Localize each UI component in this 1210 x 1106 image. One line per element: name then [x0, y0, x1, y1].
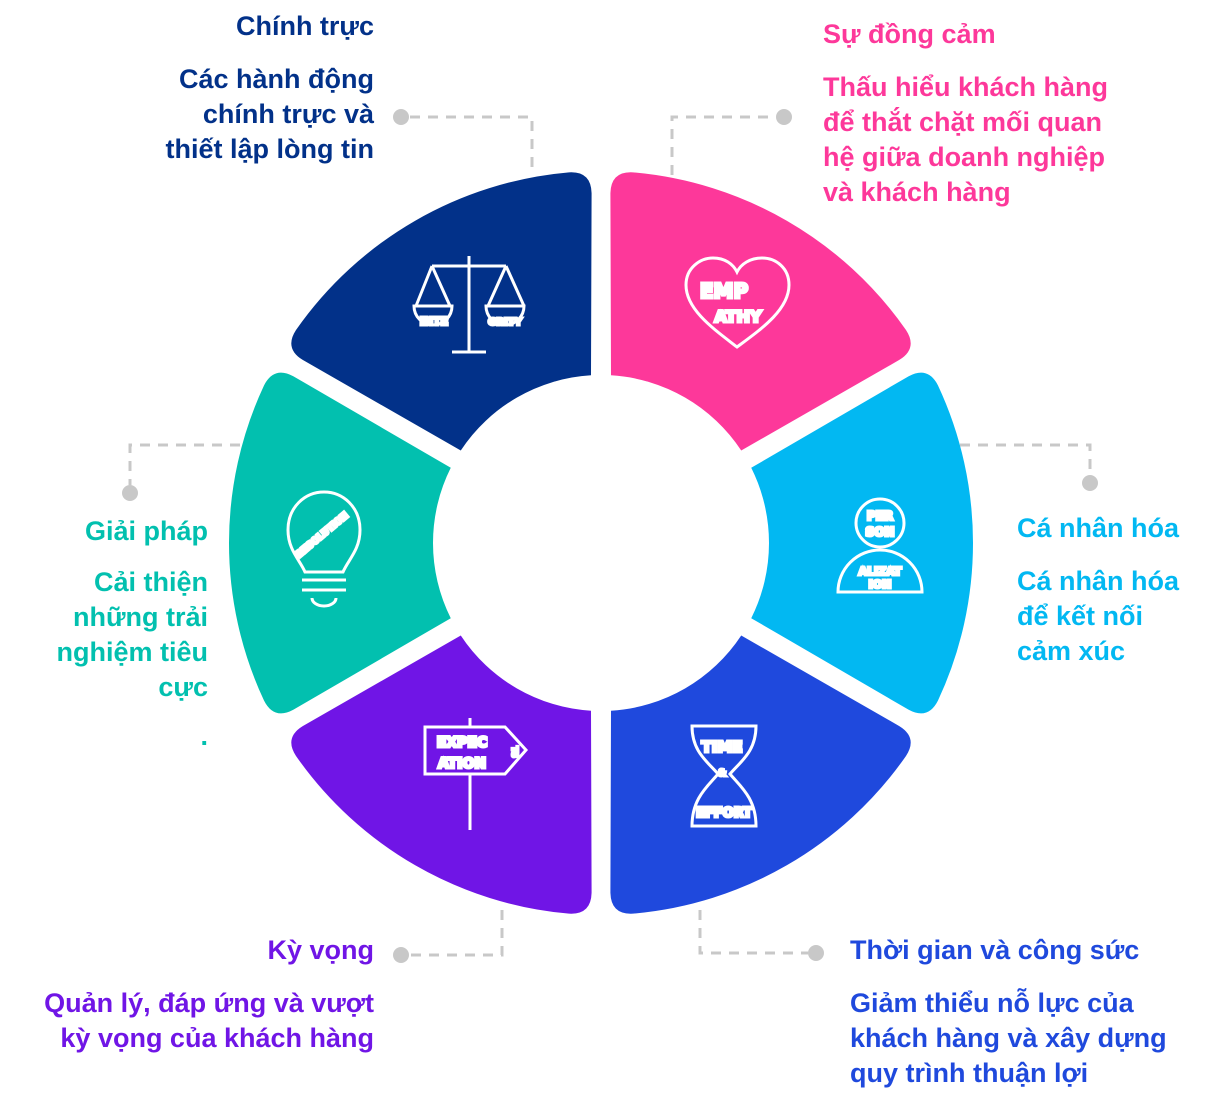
signpost-icon: EXPEC TS ATION [423, 718, 529, 830]
segment-personalization [751, 372, 974, 714]
title-resolution: Giải pháp [84, 516, 208, 546]
title-empathy: Sự đồng cảm [823, 19, 996, 49]
desc-integrity: Các hành động chính trực và thiết lập lò… [100, 62, 374, 167]
personalization-connector-line [960, 443, 1092, 475]
integrity-connector-line [410, 115, 534, 175]
title-time-effort: Thời gian và công sức [850, 935, 1140, 965]
connectors [122, 109, 1098, 963]
icon-lettering: INTE [420, 315, 448, 328]
icon-lettering: TIME [702, 738, 743, 756]
icon-lettering: PER [867, 509, 893, 523]
scales-left-strings [414, 265, 452, 307]
desc-line: Thấu hiểu khách hàng [823, 72, 1109, 102]
icon-lettering: SON [866, 525, 895, 539]
desc-line: Giảm thiểu nỗ lực của [850, 988, 1134, 1018]
time-effort-connector-dot [808, 945, 824, 961]
desc-line: để thắt chặt mối quan [823, 107, 1103, 137]
scales-right-strings [486, 265, 526, 307]
desc-line: Cá nhân hóa [1017, 566, 1180, 596]
time-effort-connector-line [698, 910, 808, 955]
desc-line: thiết lập lòng tin [165, 134, 374, 164]
desc-empathy: Thấu hiểu khách hàng để thắt chặt mối qu… [823, 70, 1203, 210]
heart-icon: EMP ATHY [684, 256, 791, 349]
title-integrity: Chính trực [235, 11, 374, 41]
icon-lettering: ALIZAT [859, 565, 902, 578]
desc-time-effort: Giảm thiểu nỗ lực của khách hàng và xây … [850, 986, 1205, 1091]
heart-outline [684, 256, 791, 349]
desc-line: Các hành động [179, 64, 374, 94]
desc-line: và khách hàng [823, 177, 1011, 207]
title-personalization: Cá nhân hóa [1017, 513, 1180, 543]
desc-line: nghiệm tiêu [56, 637, 208, 667]
hourglass-icon: TIME & EFFORT [690, 724, 758, 828]
segment-empathy [610, 172, 911, 451]
resolution-connector-line [128, 443, 240, 485]
personalization-connector-dot [1082, 475, 1098, 491]
icon-lettering: GRITY [488, 317, 522, 328]
expectations-connector-line [410, 910, 504, 957]
label-expectations: Kỳ vọng Quản lý, đáp ứng và vượt kỳ vọng… [0, 934, 374, 1056]
hourglass-outline [690, 724, 758, 828]
desc-line: để kết nối [1017, 601, 1144, 631]
title-expectations: Kỳ vọng [267, 935, 374, 965]
scales-icon: INTE GRITY [412, 256, 526, 354]
scales-right-pan [484, 304, 526, 327]
icon-lettering: ATHY [714, 307, 761, 326]
signpost-board [423, 725, 529, 776]
integrity-connector-dot [393, 109, 409, 125]
icon-lettering: EFFORT [696, 806, 752, 821]
icon-lettering: ION [869, 578, 892, 591]
empathy-connector-line [670, 115, 775, 175]
wheel-segments [228, 172, 974, 914]
desc-line: khách hàng và xây dựng [850, 1023, 1167, 1053]
icon-lettering: & [718, 768, 727, 779]
desc-line: những trải [72, 602, 208, 632]
label-empathy: Sự đồng cảm Thấu hiểu khách hàng để thắt… [823, 18, 1203, 210]
desc-expectations: Quản lý, đáp ứng và vượt kỳ vọng của khá… [0, 986, 374, 1056]
segment-resolution [228, 372, 451, 714]
icon-lettering: EMP [700, 279, 748, 303]
expectations-connector-dot [393, 947, 409, 963]
desc-line: cực [158, 672, 208, 702]
label-resolution: Giải pháp Cải thiện những trải nghiệm ti… [0, 515, 208, 754]
icon-lettering: EXPEC [437, 735, 487, 751]
desc-personalization: Cá nhân hóa để kết nối cảm xúc [1017, 564, 1207, 669]
label-personalization: Cá nhân hóa Cá nhân hóa để kết nối cảm x… [1017, 512, 1207, 669]
segment-integrity [291, 172, 592, 451]
icon-lettering: ATION [438, 756, 486, 772]
desc-line: Cải thiện [93, 567, 208, 597]
desc-line: . [200, 721, 208, 751]
resolution-connector-dot [122, 485, 138, 501]
lightbulb-glass [286, 490, 362, 574]
desc-line: hệ giữa doanh nghiệp [823, 142, 1106, 172]
desc-line: quy trình thuận lợi [850, 1058, 1089, 1088]
segment-time-effort [610, 635, 911, 914]
desc-line: chính trực và [202, 99, 374, 129]
desc-resolution: Cải thiện những trải nghiệm tiêu cực . [0, 565, 208, 754]
empathy-connector-dot [776, 109, 792, 125]
person-head [854, 497, 906, 549]
scales-left-pan [412, 304, 454, 327]
desc-line: Quản lý, đáp ứng và vượt [44, 988, 374, 1018]
label-integrity: Chính trực Các hành động chính trực và t… [100, 10, 374, 167]
desc-line: cảm xúc [1017, 636, 1126, 666]
desc-line: kỳ vọng của khách hàng [60, 1023, 374, 1053]
person-body [836, 548, 924, 594]
lightbulb-tip [310, 597, 338, 608]
label-time-effort: Thời gian và công sức Giảm thiểu nỗ lực … [850, 934, 1205, 1091]
icon-lettering: TS [510, 746, 519, 757]
